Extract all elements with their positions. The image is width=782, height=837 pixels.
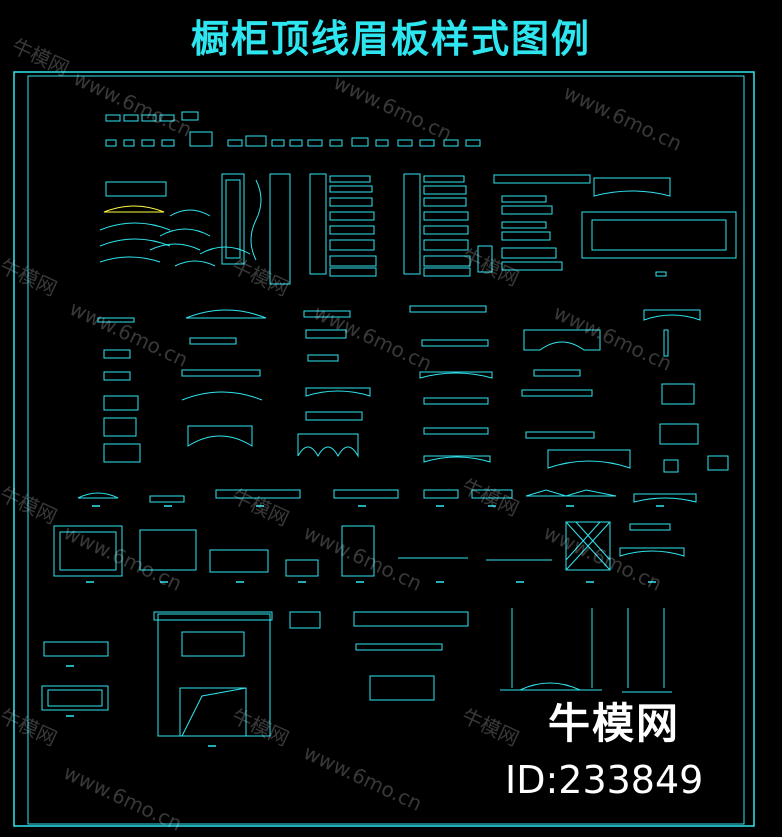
drawing-border-inner <box>27 75 745 825</box>
crown-profiles <box>493 174 591 271</box>
trim-row-right <box>521 309 729 473</box>
carved-panels <box>221 173 291 285</box>
arched-valance-top <box>581 177 737 277</box>
frieze-row-middle <box>297 310 371 458</box>
label-marks <box>66 505 664 747</box>
bottom-row <box>41 608 672 737</box>
profile-row-top <box>105 111 481 147</box>
trim-row-center <box>409 305 493 463</box>
cornice-section-stack-2 <box>403 173 493 277</box>
cornice-section-stack-1 <box>309 173 377 277</box>
drawing-border-outer <box>13 71 755 827</box>
drawing-title: 橱柜顶线眉板样式图例 <box>190 17 591 61</box>
valance-row-middle <box>97 309 267 463</box>
carved-ornament-cluster <box>99 181 251 267</box>
strip-row-lower <box>77 489 697 503</box>
brand-logo-text: 牛模网 <box>548 699 681 748</box>
panel-row <box>53 521 685 577</box>
model-id: ID:233849 <box>505 758 704 802</box>
